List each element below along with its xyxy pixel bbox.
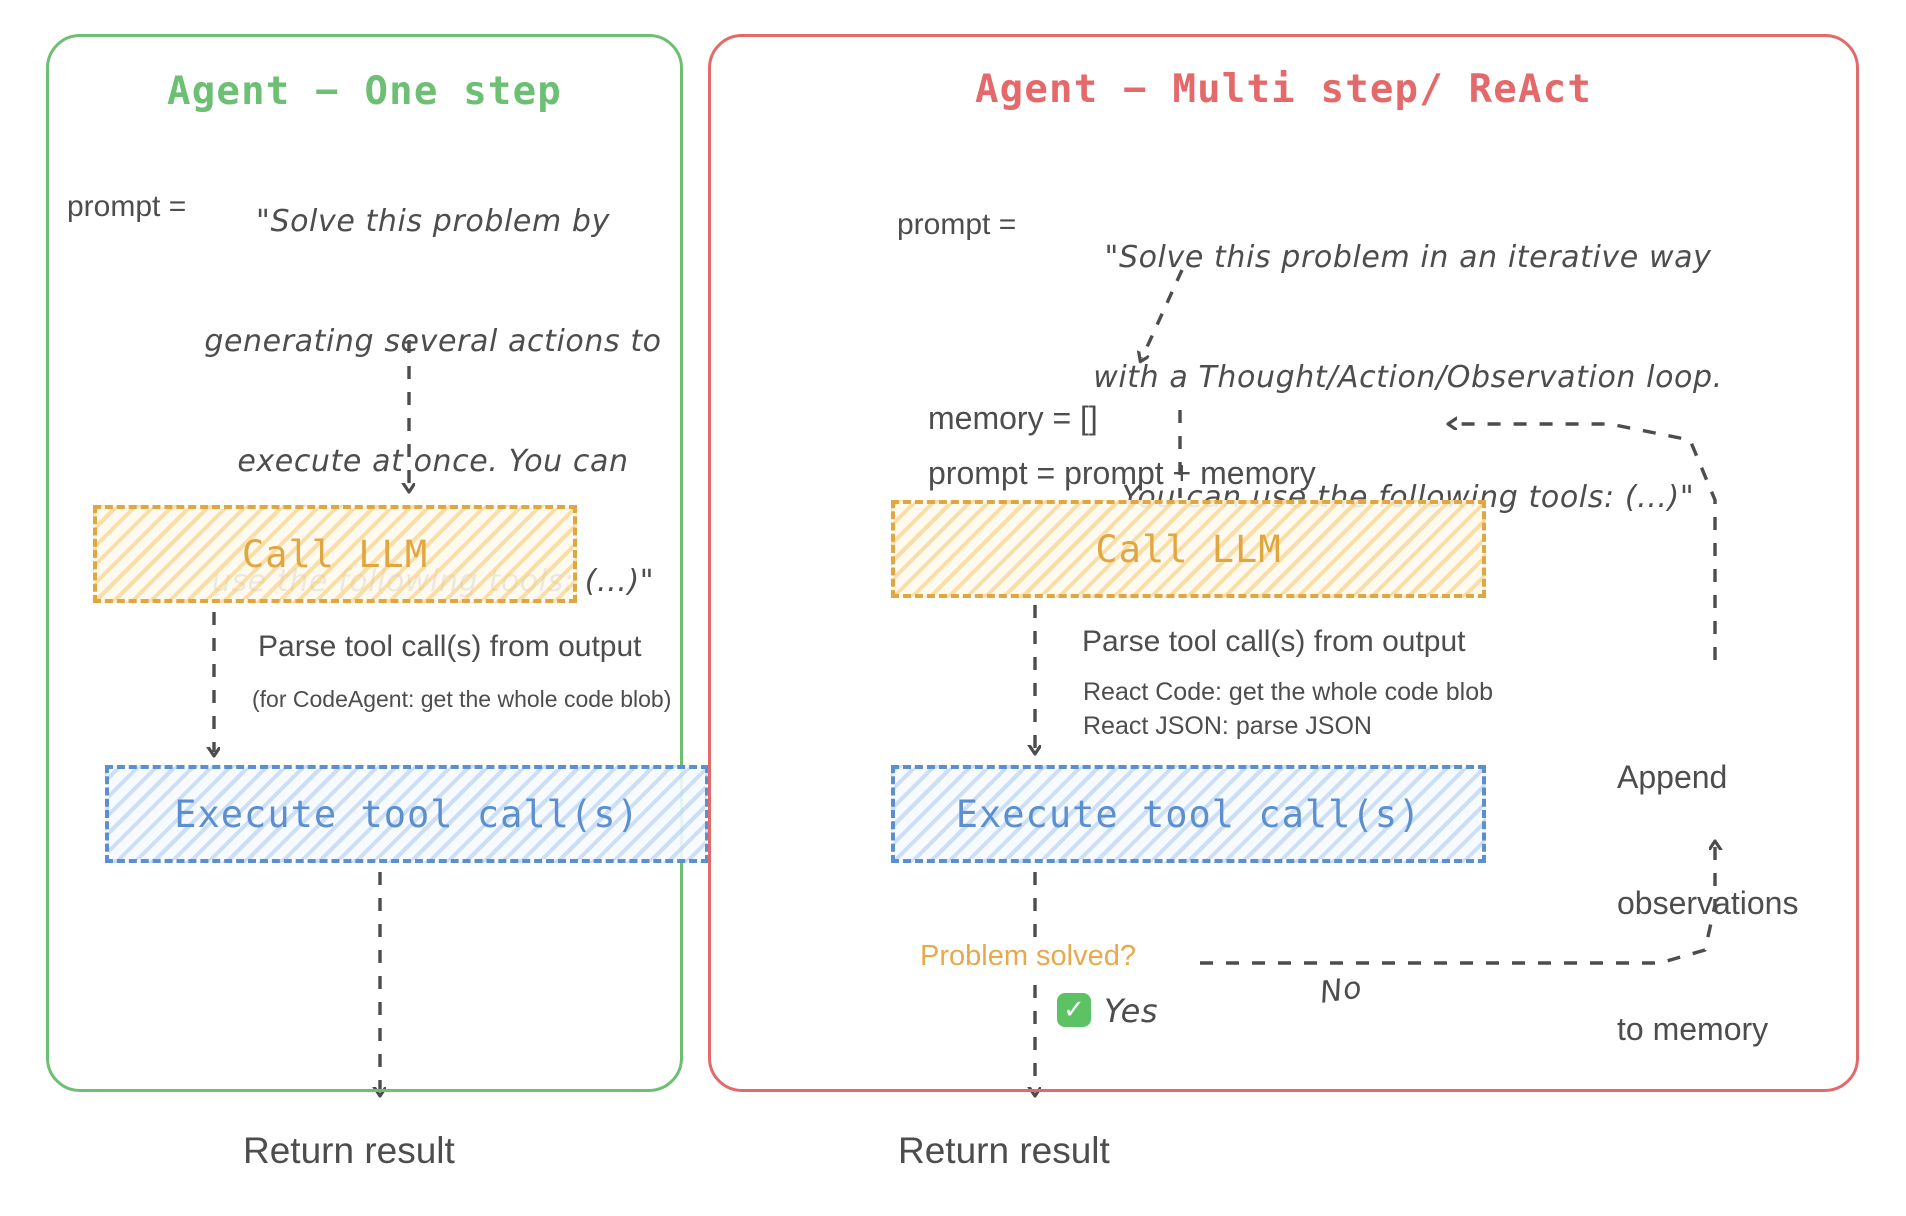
right-execute-tool-calls-box[interactable]: Execute tool call(s) bbox=[891, 765, 1486, 863]
right-parse-label: Parse tool call(s) from output bbox=[1082, 625, 1466, 658]
panel-multi-step: Agent − Multi step/ ReAct bbox=[708, 34, 1859, 1092]
right-append-line-1: Append bbox=[1617, 759, 1728, 795]
panel-one-step: Agent − One step bbox=[46, 34, 683, 1092]
right-prompt-line-2: with a Thought/Action/Observation loop. bbox=[1093, 360, 1723, 395]
right-memory-init-label: memory = [] bbox=[928, 400, 1098, 436]
right-append-observations-text: Append observations to memory bbox=[1617, 672, 1798, 1134]
left-prompt-line-1: "Solve this problem by bbox=[256, 204, 610, 239]
right-decision-label: Problem solved? bbox=[920, 940, 1136, 972]
right-no-label: No bbox=[1317, 970, 1365, 1011]
left-prompt-line-3: execute at once. You can bbox=[237, 444, 629, 479]
left-prompt-line-2: generating several actions to bbox=[204, 324, 662, 359]
right-parse-subtext-2: React JSON: parse JSON bbox=[1083, 712, 1372, 740]
right-parse-subtext-1: React Code: get the whole code blob bbox=[1083, 678, 1493, 706]
left-return-result-label: Return result bbox=[243, 1130, 455, 1171]
right-call-llm-box[interactable]: Call LLM bbox=[891, 500, 1486, 598]
right-prompt-text: "Solve this problem in an iterative way … bbox=[1058, 158, 1758, 598]
right-return-result-label: Return result bbox=[898, 1130, 1110, 1171]
check-mark-icon: ✓ bbox=[1057, 993, 1091, 1027]
left-call-llm-box[interactable]: Call LLM bbox=[93, 505, 577, 603]
right-yes-label: Yes bbox=[1104, 992, 1159, 1030]
left-parse-subtext: (for CodeAgent: get the whole code blob) bbox=[252, 686, 672, 712]
panel-multi-step-title: Agent − Multi step/ ReAct bbox=[975, 67, 1592, 112]
right-append-line-2: observations bbox=[1617, 885, 1799, 921]
left-execute-tool-calls-box[interactable]: Execute tool call(s) bbox=[105, 765, 709, 863]
right-append-line-3: to memory bbox=[1617, 1011, 1769, 1047]
left-prompt-label: prompt = bbox=[67, 190, 187, 223]
left-parse-label: Parse tool call(s) from output bbox=[258, 630, 642, 663]
left-prompt-text: "Solve this problem by generating severa… bbox=[196, 122, 670, 682]
right-prompt-line-1: "Solve this problem in an iterative way bbox=[1104, 240, 1712, 275]
right-prompt-update-label: prompt = prompt + memory bbox=[928, 455, 1316, 491]
right-prompt-label: prompt = bbox=[897, 208, 1017, 241]
panel-one-step-title: Agent − One step bbox=[167, 69, 562, 114]
